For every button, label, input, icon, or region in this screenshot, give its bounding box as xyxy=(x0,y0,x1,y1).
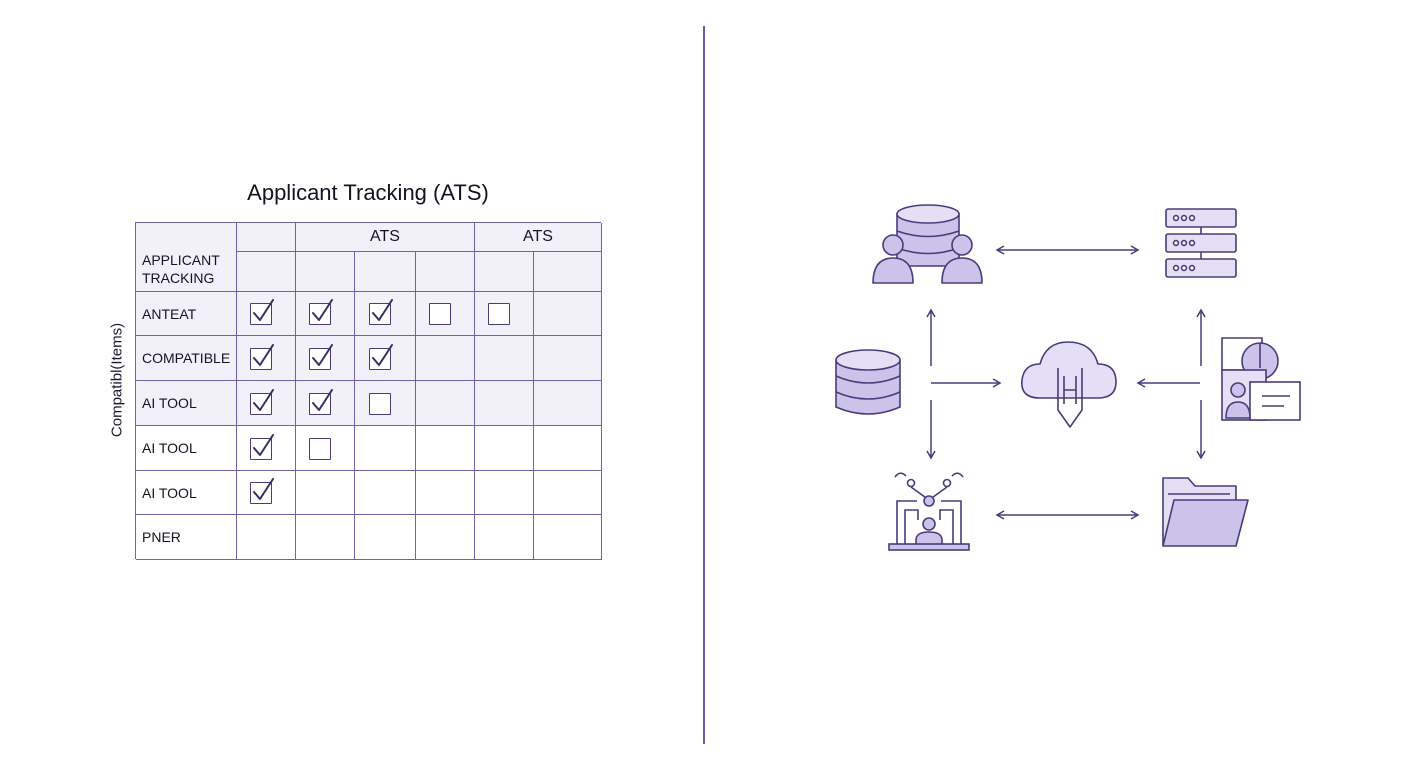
check-mark-icon xyxy=(312,344,333,366)
checkbox-checked[interactable] xyxy=(309,299,333,325)
checkbox-checked[interactable] xyxy=(250,299,274,325)
ai-network-icon xyxy=(888,472,970,551)
checkbox-checked[interactable] xyxy=(250,478,274,504)
matrix-cell xyxy=(296,292,355,336)
matrix-cell xyxy=(237,336,296,381)
check-mark-icon xyxy=(253,389,274,411)
check-mark-icon xyxy=(312,389,333,411)
check-mark-icon xyxy=(253,299,274,321)
matrix-cell xyxy=(296,336,355,381)
matrix-side-label: Compatibl(Items) xyxy=(108,322,126,438)
check-mark-icon xyxy=(253,344,274,366)
matrix-cell xyxy=(355,426,416,471)
folder-icon xyxy=(1162,477,1249,547)
checkbox-checked[interactable] xyxy=(369,299,393,325)
panel-divider xyxy=(703,26,705,744)
check-mark-icon xyxy=(253,478,274,500)
matrix-subheader-cell xyxy=(355,252,416,292)
matrix-column-group-3: ATS xyxy=(475,223,602,252)
matrix-corner-label: APPLICANT TRACKING xyxy=(136,247,237,292)
matrix-cell xyxy=(416,336,475,381)
matrix-subheader-cell xyxy=(534,252,602,292)
checkbox-checked[interactable] xyxy=(369,344,393,370)
matrix-cell xyxy=(296,426,355,471)
matrix-row-label: PNER xyxy=(136,515,237,560)
checkbox-unchecked[interactable] xyxy=(369,393,391,415)
matrix-cell xyxy=(534,336,602,381)
matrix-cell xyxy=(475,471,534,515)
matrix-cell xyxy=(237,426,296,471)
integration-flow-diagram xyxy=(835,204,1301,551)
matrix-cell xyxy=(416,381,475,426)
matrix-cell xyxy=(475,515,534,560)
matrix-cell xyxy=(237,292,296,336)
matrix-cell xyxy=(416,292,475,336)
database-icon xyxy=(835,349,901,415)
matrix-cell xyxy=(355,381,416,426)
matrix-cell xyxy=(355,471,416,515)
checkbox-checked[interactable] xyxy=(309,389,333,415)
checkbox-checked[interactable] xyxy=(250,434,274,460)
matrix-cell xyxy=(475,292,534,336)
matrix-cell xyxy=(475,426,534,471)
users-database-icon xyxy=(872,204,983,284)
matrix-row-label: COMPATIBLE xyxy=(136,336,237,381)
matrix-row-label: ANTEAT xyxy=(136,292,237,336)
matrix-cell xyxy=(237,471,296,515)
check-mark-icon xyxy=(372,344,393,366)
matrix-cell xyxy=(475,381,534,426)
check-mark-icon xyxy=(253,434,274,456)
matrix-cell xyxy=(237,515,296,560)
flow-connectors xyxy=(926,245,1206,520)
check-mark-icon xyxy=(312,299,333,321)
checkbox-unchecked[interactable] xyxy=(429,303,451,325)
matrix-row-label: AI TOOL xyxy=(136,426,237,471)
matrix-subheader-cell xyxy=(237,252,296,292)
server-rack-icon xyxy=(1165,208,1237,278)
matrix-cell xyxy=(534,426,602,471)
matrix-cell xyxy=(475,336,534,381)
checkbox-checked[interactable] xyxy=(250,344,274,370)
matrix-cell xyxy=(355,515,416,560)
matrix-cell xyxy=(296,515,355,560)
matrix-cell xyxy=(534,471,602,515)
matrix-row-label: AI TOOL xyxy=(136,381,237,426)
matrix-cell xyxy=(416,471,475,515)
matrix-subheader-cell xyxy=(296,252,355,292)
matrix-cell xyxy=(237,381,296,426)
matrix-subheader-cell xyxy=(416,252,475,292)
matrix-cell xyxy=(534,292,602,336)
matrix-row-label: AI TOOL xyxy=(136,471,237,515)
checkbox-checked[interactable] xyxy=(309,344,333,370)
check-mark-icon xyxy=(372,299,393,321)
matrix-cell xyxy=(534,515,602,560)
checkbox-unchecked[interactable] xyxy=(488,303,510,325)
matrix-cell xyxy=(416,515,475,560)
id-card-icon xyxy=(1221,337,1301,421)
matrix-cell xyxy=(296,471,355,515)
cloud-integration-icon xyxy=(1021,341,1117,428)
matrix-cell xyxy=(416,426,475,471)
matrix-subheader-cell xyxy=(475,252,534,292)
matrix-cell xyxy=(355,336,416,381)
matrix-column-group-2: ATS xyxy=(296,223,475,252)
matrix-cell xyxy=(534,381,602,426)
matrix-title: Applicant Tracking (ATS) xyxy=(247,180,489,205)
checkbox-unchecked[interactable] xyxy=(309,438,331,460)
matrix-cell xyxy=(296,381,355,426)
checkbox-checked[interactable] xyxy=(250,389,274,415)
matrix-cell xyxy=(355,292,416,336)
matrix-column-group-1 xyxy=(237,223,296,252)
